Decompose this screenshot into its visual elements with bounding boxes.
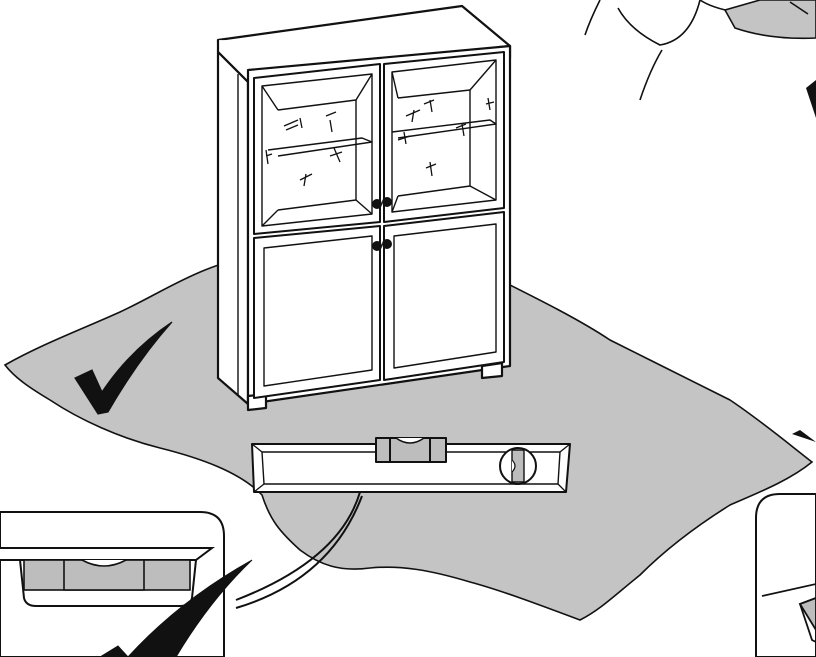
cabinet	[218, 6, 510, 410]
panel-door-left	[254, 226, 380, 398]
detail-level-closeup	[0, 548, 212, 606]
handle-upper-left	[373, 200, 382, 209]
handle-lower-right	[383, 240, 392, 249]
cabinet-side-panel	[218, 52, 248, 404]
handle-upper-right	[383, 198, 392, 207]
detail-view-left	[0, 512, 252, 657]
spirit-level	[252, 438, 570, 492]
neighbor-panel-fragment	[585, 0, 816, 118]
wrong-mark-icon	[792, 430, 816, 442]
level-vial-horizontal	[376, 438, 446, 462]
level-vial-vertical	[500, 448, 536, 484]
handle-lower-left	[373, 242, 382, 251]
partial-check-mark-fragment	[806, 80, 816, 118]
panel-door-right	[384, 212, 504, 380]
